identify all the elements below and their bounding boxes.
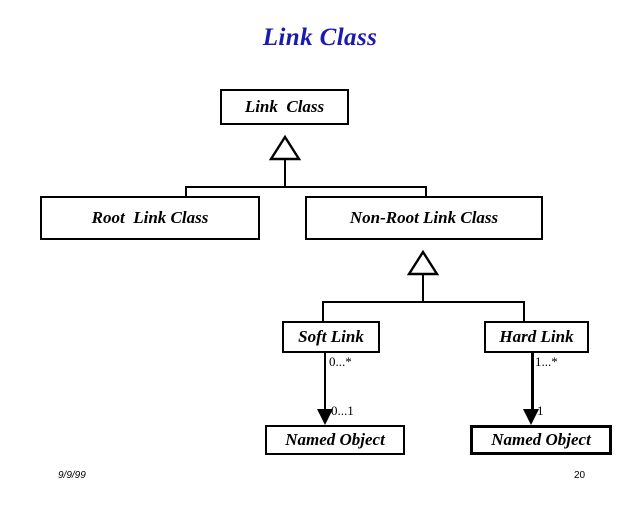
footer-page-number: 20 bbox=[574, 470, 586, 481]
multiplicity-hard-link-source: 1...* bbox=[535, 354, 558, 369]
footer-date: 9/9/99 bbox=[58, 470, 86, 481]
class-box-link-class-label: Link Class bbox=[244, 97, 325, 116]
generalization-triangle-link-class bbox=[268, 134, 302, 161]
generalization-triangle-non-root-link-class bbox=[406, 249, 440, 276]
class-box-hard-link[interactable]: Hard Link bbox=[484, 321, 589, 353]
class-box-non-root-link-class-label: Non-Root Link Class bbox=[349, 208, 499, 227]
association-arrowhead-soft-to-named bbox=[317, 409, 333, 425]
generalization-bar-level2 bbox=[322, 301, 525, 303]
generalization-stem-non-root-link-class bbox=[422, 275, 424, 303]
class-box-named-object-hard[interactable]: Named Object bbox=[470, 425, 612, 455]
generalization-stem-link-class bbox=[284, 160, 286, 188]
class-box-non-root-link-class[interactable]: Non-Root Link Class bbox=[305, 196, 543, 240]
association-line-hard-to-named bbox=[531, 353, 534, 418]
class-box-named-object-soft-label: Named Object bbox=[285, 430, 385, 449]
class-box-named-object-hard-label: Named Object bbox=[491, 430, 591, 449]
page-title: Link Class bbox=[262, 24, 378, 51]
class-box-hard-link-label: Hard Link bbox=[499, 327, 574, 346]
generalization-drop-non-root-link-class bbox=[425, 186, 427, 197]
class-box-soft-link-label: Soft Link bbox=[298, 327, 364, 346]
generalization-drop-root-link-class bbox=[185, 186, 187, 197]
class-box-soft-link[interactable]: Soft Link bbox=[282, 321, 380, 353]
class-box-named-object-soft[interactable]: Named Object bbox=[265, 425, 405, 455]
generalization-drop-hard-link bbox=[523, 301, 525, 322]
class-box-link-class[interactable]: Link Class bbox=[220, 89, 349, 125]
class-box-root-link-class-label: Root Link Class bbox=[91, 208, 209, 227]
class-box-root-link-class[interactable]: Root Link Class bbox=[40, 196, 260, 240]
multiplicity-named-object-soft-target: 0...1 bbox=[331, 403, 354, 418]
association-line-soft-to-named bbox=[324, 353, 326, 418]
association-arrowhead-hard-to-named bbox=[523, 409, 539, 425]
generalization-bar-level1 bbox=[185, 186, 427, 188]
generalization-drop-soft-link bbox=[322, 301, 324, 322]
multiplicity-named-object-hard-target: 1 bbox=[537, 403, 544, 418]
multiplicity-soft-link-source: 0...* bbox=[329, 354, 352, 369]
